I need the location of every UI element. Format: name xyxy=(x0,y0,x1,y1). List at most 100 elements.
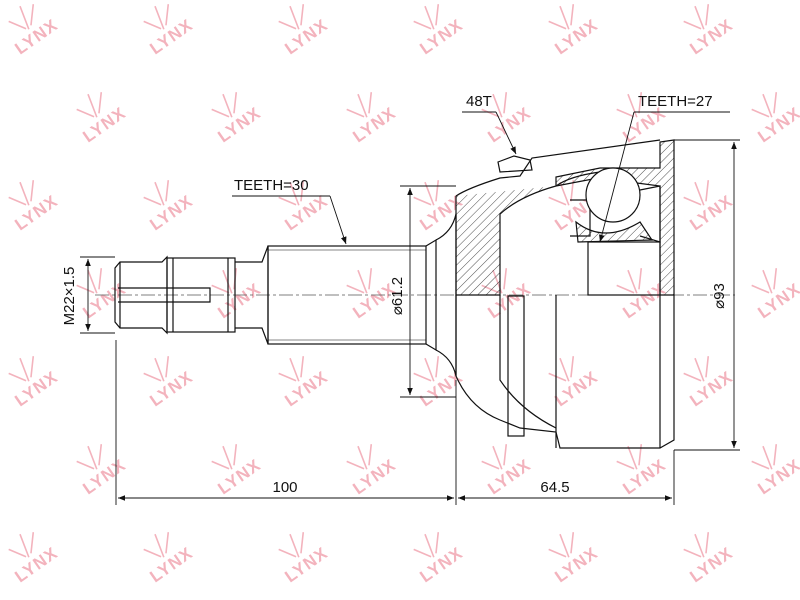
watermark-logo: LYNX xyxy=(548,4,601,58)
watermark-lynx-mark xyxy=(8,356,35,382)
watermark-text: LYNX xyxy=(416,15,466,58)
watermark-lynx-mark xyxy=(683,356,710,382)
watermark-text: LYNX xyxy=(551,543,601,586)
watermark-logo: LYNX xyxy=(413,532,466,586)
watermark-lynx-mark xyxy=(346,268,373,294)
callout-teeth30-leader xyxy=(232,195,347,245)
watermark-logo: LYNX xyxy=(346,444,399,498)
watermark-text: LYNX xyxy=(281,543,331,586)
watermark-lynx-mark xyxy=(8,4,35,30)
watermark-text: LYNX xyxy=(79,455,129,498)
watermark-text: LYNX xyxy=(214,455,264,498)
watermark-logo: LYNX xyxy=(76,92,129,146)
watermark-text: LYNX xyxy=(146,191,196,234)
watermark-logo: LYNX xyxy=(346,92,399,146)
watermark-logo: LYNX xyxy=(683,180,736,234)
watermark-logo: LYNX xyxy=(76,444,129,498)
watermark-lynx-mark xyxy=(616,268,643,294)
dim-thread xyxy=(80,256,115,334)
watermark-lynx-mark xyxy=(8,532,35,558)
dim-housing-length-label: 64.5 xyxy=(540,479,569,496)
watermark-lynx-mark xyxy=(278,180,305,206)
watermark-lynx-mark xyxy=(481,92,508,118)
watermark-text: LYNX xyxy=(754,455,800,498)
watermark-logo: LYNX xyxy=(8,532,61,586)
watermark-lynx-mark xyxy=(683,4,710,30)
bearing-ball xyxy=(585,167,641,223)
watermark-logo: LYNX xyxy=(278,532,331,586)
watermark-lynx-mark xyxy=(548,356,575,382)
watermark-logo: LYNX xyxy=(211,92,264,146)
watermark-lynx-mark xyxy=(8,180,35,206)
watermark-lynx-mark xyxy=(278,356,305,382)
watermark-lynx-mark xyxy=(278,4,305,30)
dim-housing-diameter xyxy=(674,139,740,451)
callout-48t-leader xyxy=(462,111,517,155)
watermark-text: LYNX xyxy=(146,367,196,410)
callout-48t-label: 48T xyxy=(466,93,492,110)
watermark-logo: LYNX xyxy=(751,268,800,322)
watermark-text: LYNX xyxy=(11,543,61,586)
watermark-text: LYNX xyxy=(754,103,800,146)
retaining-clip xyxy=(497,155,533,173)
watermark-text: LYNX xyxy=(619,455,669,498)
watermark-logo: LYNX xyxy=(683,4,736,58)
watermark-logo: LYNX xyxy=(278,4,331,58)
callout-teeth27-leader xyxy=(599,111,730,243)
watermark-logo: LYNX xyxy=(683,356,736,410)
watermark-lynx-mark xyxy=(751,444,778,470)
abs-tone-ring xyxy=(507,295,525,437)
dim-housing-length xyxy=(458,450,675,505)
watermark-logo: LYNX xyxy=(413,4,466,58)
watermark-logo: LYNX xyxy=(8,356,61,410)
watermark-lynx-mark xyxy=(211,92,238,118)
watermark-logo: LYNX xyxy=(751,444,800,498)
watermark-logo: LYNX xyxy=(548,532,601,586)
watermark-logo: LYNX xyxy=(211,444,264,498)
dim-stub-length xyxy=(115,340,457,505)
watermark-text: LYNX xyxy=(551,367,601,410)
callout-teeth27-label: TEETH=27 xyxy=(638,93,713,110)
watermark-lynx-mark xyxy=(548,4,575,30)
watermark-logo: LYNX xyxy=(278,356,331,410)
watermark-text: LYNX xyxy=(754,279,800,322)
dim-shaft-diameter xyxy=(400,185,456,398)
watermark-logo: LYNX xyxy=(751,92,800,146)
watermark-lynx-mark xyxy=(143,4,170,30)
watermark-text: LYNX xyxy=(686,15,736,58)
watermark-text: LYNX xyxy=(281,367,331,410)
watermark-lynx-mark xyxy=(143,180,170,206)
watermark-lynx-mark xyxy=(548,532,575,558)
watermark-text: LYNX xyxy=(349,103,399,146)
watermark-text: LYNX xyxy=(79,279,129,322)
watermark-text: LYNX xyxy=(11,15,61,58)
watermark-logo: LYNX xyxy=(143,356,196,410)
watermark-lynx-mark xyxy=(211,444,238,470)
watermark-text: LYNX xyxy=(686,543,736,586)
watermark-lynx-mark xyxy=(751,268,778,294)
watermark-text: LYNX xyxy=(686,191,736,234)
watermark-lynx-mark xyxy=(413,356,440,382)
watermark-logo: LYNX xyxy=(143,180,196,234)
watermark-text: LYNX xyxy=(214,279,264,322)
watermark-text: LYNX xyxy=(146,543,196,586)
watermark-lynx-mark xyxy=(548,180,575,206)
watermark-logo: LYNX xyxy=(8,180,61,234)
watermark-lynx-mark xyxy=(481,444,508,470)
watermark-logo: LYNX xyxy=(143,4,196,58)
watermark-lynx-mark xyxy=(143,356,170,382)
dim-thread-label: M22×1.5 xyxy=(61,267,78,326)
watermark-lynx-mark xyxy=(76,92,103,118)
watermark-text: LYNX xyxy=(79,103,129,146)
watermark-logo: LYNX xyxy=(143,532,196,586)
watermark-text: LYNX xyxy=(416,543,466,586)
watermark-text: LYNX xyxy=(214,103,264,146)
watermark-text: LYNX xyxy=(11,367,61,410)
watermark-logo: LYNX xyxy=(683,532,736,586)
watermark-text: LYNX xyxy=(416,367,466,410)
watermark-lynx-mark xyxy=(346,92,373,118)
watermark-text: LYNX xyxy=(551,15,601,58)
watermark-lynx-mark xyxy=(346,444,373,470)
watermark-lynx-mark xyxy=(616,92,643,118)
